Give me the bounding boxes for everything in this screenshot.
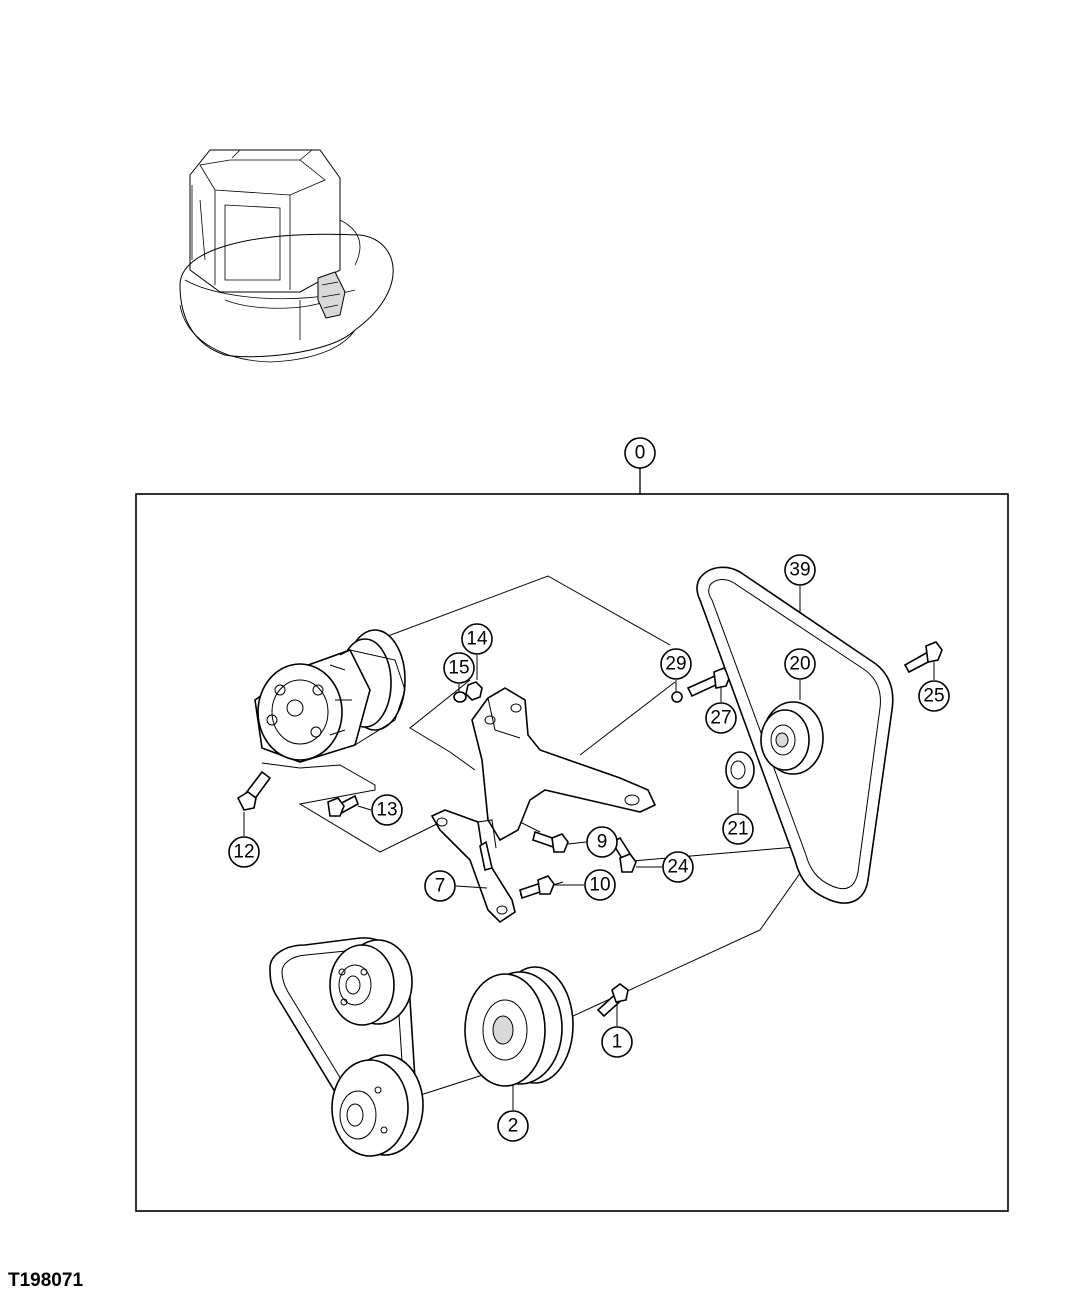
callout-label: 10 — [589, 875, 610, 896]
callout-label: 27 — [710, 708, 731, 729]
mounting-bracket — [471, 687, 657, 842]
callout-label: 39 — [789, 560, 810, 581]
fasteners — [236, 641, 943, 1018]
lower-pulley — [331, 1054, 424, 1157]
callout-1: 1 — [601, 1026, 633, 1058]
callout-leaders — [243, 586, 935, 1110]
spacer — [725, 751, 755, 789]
callout-label: 21 — [727, 819, 748, 840]
callout-label: 0 — [635, 443, 646, 464]
callout-13: 13 — [371, 794, 403, 826]
callout-21: 21 — [722, 813, 754, 845]
callout-29: 29 — [660, 648, 692, 680]
callout-7: 7 — [424, 870, 456, 902]
callout-12: 12 — [228, 836, 260, 868]
callout-0: 0 — [624, 437, 656, 469]
machine-locator-illustration — [179, 149, 394, 363]
group-frame — [135, 493, 1009, 1212]
callout-20: 20 — [784, 648, 816, 680]
crank-pulley — [464, 966, 574, 1087]
callout-label: 13 — [376, 800, 397, 821]
callout-2: 2 — [497, 1110, 529, 1142]
callout-25: 25 — [918, 680, 950, 712]
callout-15: 15 — [443, 652, 475, 684]
compressor — [254, 629, 406, 763]
callout-label: 29 — [665, 654, 686, 675]
callout-14: 14 — [461, 623, 493, 655]
adjuster-bracket — [430, 809, 516, 924]
upper-pulley — [329, 939, 413, 1026]
callout-label: 20 — [789, 654, 810, 675]
callout-label: 14 — [466, 629, 488, 650]
callout-label: 25 — [923, 686, 944, 707]
callout-label: 24 — [667, 857, 689, 878]
callout-24: 24 — [662, 851, 694, 883]
callout-label: 9 — [597, 832, 608, 853]
idler-pulley — [760, 701, 824, 775]
callout-label: 12 — [233, 842, 254, 863]
callout-27: 27 — [705, 702, 737, 734]
callout-10: 10 — [584, 869, 616, 901]
callout-label: 7 — [435, 876, 446, 897]
callout-label: 1 — [612, 1032, 623, 1053]
callout-9: 9 — [586, 826, 618, 858]
figure-id: T198071 — [8, 1270, 84, 1291]
callout-39: 39 — [784, 554, 816, 586]
callout-label: 15 — [448, 658, 469, 679]
callout-label: 2 — [508, 1116, 519, 1137]
